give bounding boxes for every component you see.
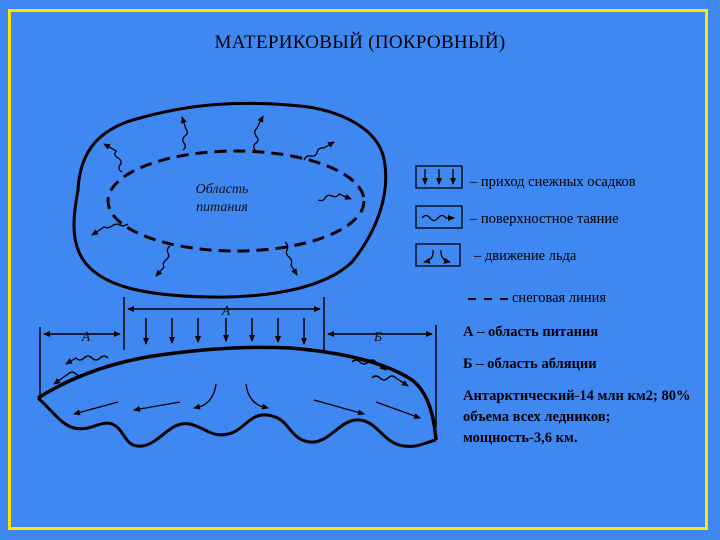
legend-precipitation-text: – приход снежных осадков bbox=[470, 174, 636, 190]
slide-frame bbox=[8, 9, 708, 530]
dimension-arrows bbox=[43, 306, 433, 337]
note-feeding-area: А – область питания bbox=[463, 324, 599, 340]
flank-melt-arrows bbox=[53, 355, 409, 387]
precipitation-arrows bbox=[143, 318, 307, 345]
zone-label-a-top: А bbox=[221, 304, 231, 319]
zone-label-a-left: А bbox=[81, 330, 91, 345]
ice-movement-icon bbox=[415, 243, 461, 267]
bedrock-profile bbox=[37, 396, 437, 448]
glacier-surface-profile bbox=[37, 345, 438, 441]
feeding-area-label-line1: Область bbox=[196, 182, 249, 197]
melting-icon bbox=[415, 205, 463, 229]
legend-snow-line-text: снеговая линия bbox=[512, 290, 607, 306]
melt-arrows bbox=[91, 115, 352, 277]
note-ablation-area: Б – область абляции bbox=[463, 356, 597, 372]
internal-flow-arrows bbox=[73, 383, 421, 419]
precipitation-icon bbox=[415, 165, 463, 189]
legend-ice-movement-text: – движение льда bbox=[474, 248, 577, 264]
antarctic-description: Антарктический-14 млн км2; 80% объема вс… bbox=[463, 388, 691, 446]
legend-melting-text: – поверхностное таяние bbox=[470, 211, 619, 227]
zone-boundaries bbox=[39, 297, 437, 428]
zone-label-b: Б bbox=[373, 330, 382, 345]
ice-sheet-outline bbox=[72, 101, 388, 299]
feeding-area-label-line2: питания bbox=[196, 200, 248, 215]
snow-line-ellipse bbox=[106, 149, 366, 253]
slide-title: МАТЕРИКОВЫЙ (ПОКРОВНЫЙ) bbox=[214, 32, 506, 53]
